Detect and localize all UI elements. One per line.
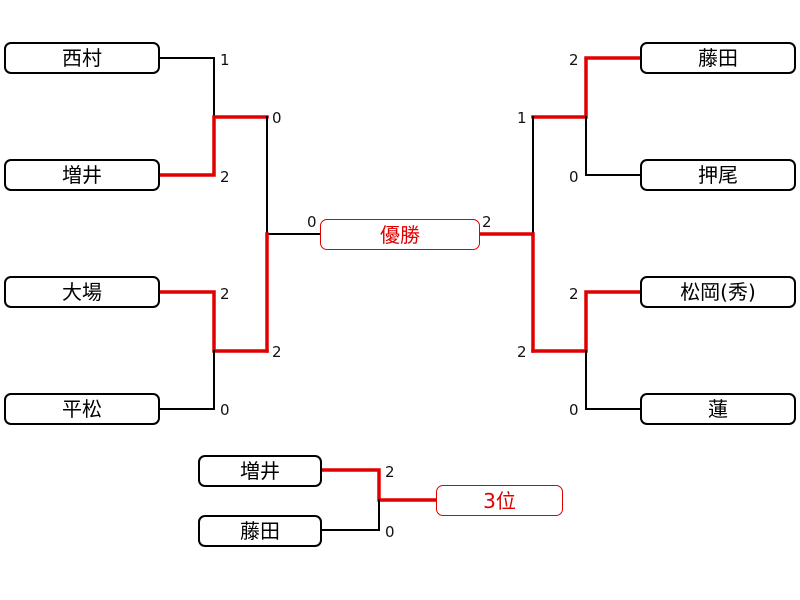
score-right-3: 2 [569, 285, 579, 303]
line-oba-win [158, 290, 269, 353]
player-name: 押尾 [698, 163, 738, 187]
score-right-semi-1: 1 [517, 109, 527, 127]
player-box-left-1: 西村 [4, 42, 160, 74]
score-right-1: 2 [569, 51, 579, 69]
line-ren [585, 350, 641, 410]
player-name: 増井 [62, 163, 102, 187]
player-box-right-4: 蓮 [640, 393, 796, 425]
score-right-4: 0 [569, 401, 579, 419]
line-hiramatsu [159, 350, 215, 410]
score-left-4: 0 [220, 401, 230, 419]
line-nishimura [159, 57, 215, 118]
player-name: 藤田 [240, 519, 280, 543]
score-right-semi-2: 2 [517, 343, 527, 361]
player-box-right-2: 押尾 [640, 159, 796, 191]
player-box-left-4: 平松 [4, 393, 160, 425]
score-left-3: 2 [220, 285, 230, 303]
player-name: 松岡(秀) [680, 280, 756, 304]
line-third-fujita [321, 499, 380, 531]
line-fujita-win [531, 56, 642, 119]
player-name: 藤田 [698, 46, 738, 70]
player-box-left-2: 増井 [4, 159, 160, 191]
line-third-masui-win [320, 468, 438, 502]
player-name: 西村 [62, 46, 102, 70]
score-third-2: 0 [385, 523, 395, 541]
player-box-right-3: 松岡(秀) [640, 276, 796, 308]
line-masui-win [158, 115, 269, 177]
player-name: 大場 [62, 280, 102, 304]
score-left-semi-2: 2 [272, 343, 282, 361]
line-matsuoka-win [531, 290, 642, 353]
score-left-final: 0 [307, 213, 317, 231]
third-place-label: 3位 [483, 488, 516, 513]
score-third-1: 2 [385, 463, 395, 481]
score-left-semi-1: 0 [272, 109, 282, 127]
player-box-right-1: 藤田 [640, 42, 796, 74]
third-place-player-1: 増井 [198, 455, 322, 487]
third-place-player-2: 藤田 [198, 515, 322, 547]
player-name: 蓮 [708, 397, 728, 421]
line-oshio [585, 116, 641, 176]
third-place-box: 3位 [436, 485, 563, 516]
line-right-semi-bottom-win [478, 232, 535, 353]
score-left-2: 2 [220, 168, 230, 186]
player-name: 平松 [62, 397, 102, 421]
player-box-left-3: 大場 [4, 276, 160, 308]
player-name: 増井 [240, 459, 280, 483]
champion-label: 優勝 [380, 222, 420, 247]
score-right-2: 0 [569, 168, 579, 186]
score-right-final: 2 [482, 213, 492, 231]
champion-box: 優勝 [320, 219, 480, 250]
score-left-1: 1 [220, 51, 230, 69]
